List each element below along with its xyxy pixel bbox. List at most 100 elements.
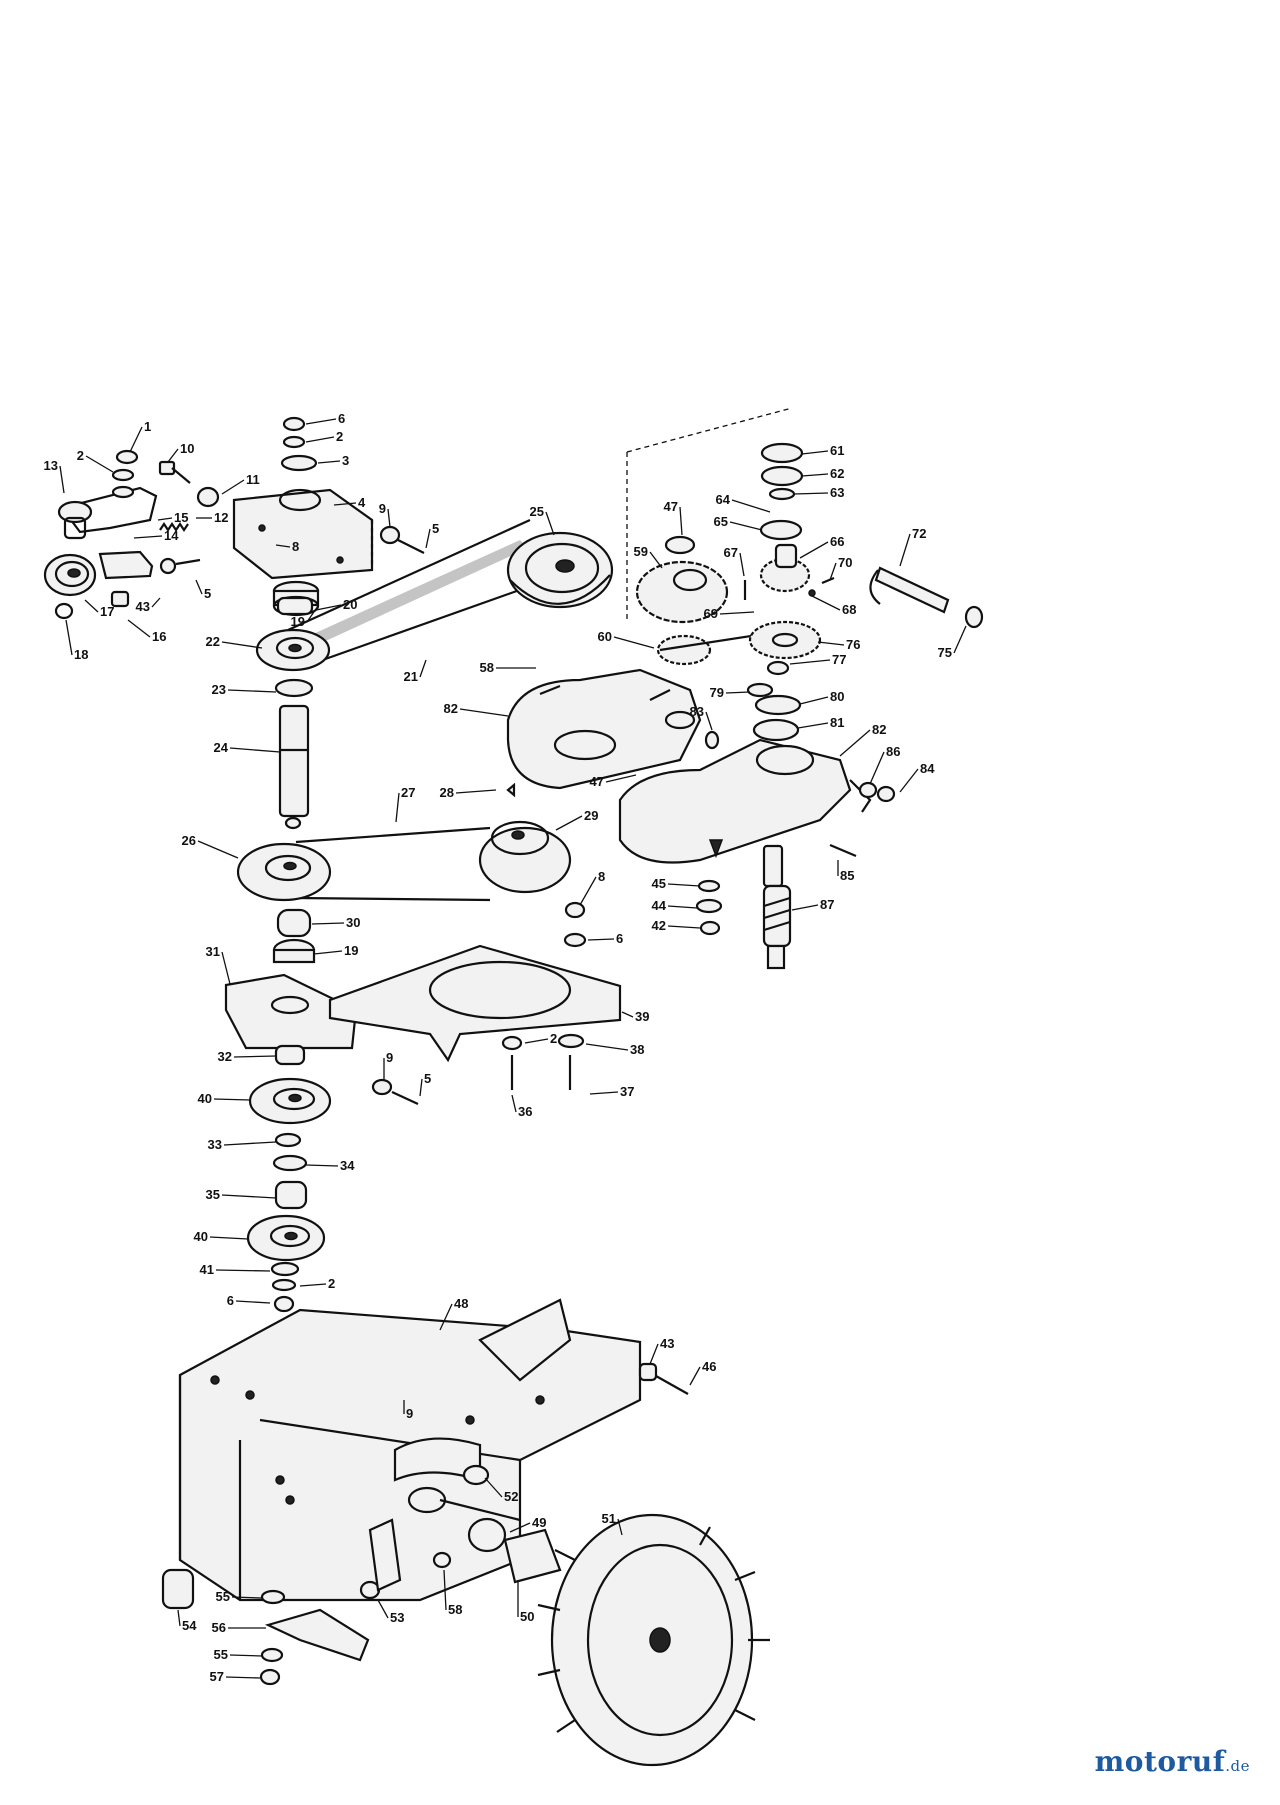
bearing-stack-61-66 <box>761 444 802 539</box>
leader-line-35 <box>222 1195 276 1198</box>
callout-55: 55 <box>216 1589 230 1604</box>
callout-40: 40 <box>198 1091 212 1106</box>
leader-line-2 <box>306 437 334 442</box>
lever-arm <box>59 488 156 538</box>
leader-line-69 <box>720 612 754 614</box>
leader-line-84 <box>900 769 918 792</box>
pulley-40-upper <box>250 1079 330 1123</box>
leader-line-6 <box>236 1301 270 1303</box>
callout-42: 42 <box>652 918 666 933</box>
leader-line-16 <box>128 620 150 637</box>
leader-line-2 <box>86 456 113 472</box>
callout-6: 6 <box>227 1293 234 1308</box>
wheel-51 <box>538 1515 770 1765</box>
leader-line-82 <box>460 709 508 716</box>
leader-line-15 <box>158 518 172 520</box>
leader-line-75 <box>954 626 966 653</box>
leader-line-46 <box>690 1367 700 1385</box>
leader-line-45 <box>668 884 700 886</box>
spring-12 <box>160 488 218 530</box>
callout-19: 19 <box>291 614 305 629</box>
callout-48: 48 <box>454 1296 468 1311</box>
leader-line-54 <box>178 1610 180 1626</box>
callout-65: 65 <box>714 514 728 529</box>
leader-line-43 <box>650 1344 658 1364</box>
leader-line-2 <box>300 1284 326 1286</box>
bolt-46 <box>640 1364 688 1394</box>
leader-line-17 <box>85 600 98 612</box>
callout-24: 24 <box>214 740 229 755</box>
callout-5: 5 <box>432 521 439 536</box>
callout-56: 56 <box>212 1620 226 1635</box>
bolt-10 <box>160 462 190 483</box>
callout-2: 2 <box>77 448 84 463</box>
leader-line-53 <box>378 1600 388 1618</box>
callout-9: 9 <box>379 501 386 516</box>
gear-66 <box>761 545 809 591</box>
brand-name: motoruf <box>1095 1745 1226 1778</box>
callout-77: 77 <box>832 652 846 667</box>
callout-75: 75 <box>938 645 952 660</box>
leader-line-67 <box>740 553 744 576</box>
worm-shaft-87 <box>764 846 790 968</box>
leader-line-23 <box>228 690 276 692</box>
chassis-48 <box>180 1300 640 1600</box>
callout-40: 40 <box>194 1229 208 1244</box>
callout-37: 37 <box>620 1084 634 1099</box>
callout-6: 6 <box>338 411 345 426</box>
brand-tld: .de <box>1225 1757 1250 1775</box>
callout-80: 80 <box>830 689 844 704</box>
callout-22: 22 <box>206 634 220 649</box>
leader-line-2 <box>525 1039 548 1043</box>
bearings-79-81 <box>748 684 800 740</box>
callout-36: 36 <box>518 1104 532 1119</box>
leader-line-76 <box>818 642 844 645</box>
leader-line-22 <box>222 642 262 648</box>
leader-line-47 <box>680 507 682 535</box>
callout-5: 5 <box>204 586 211 601</box>
leader-line-40 <box>210 1237 248 1239</box>
leader-line-1 <box>130 427 142 452</box>
leader-line-59 <box>650 552 662 568</box>
leader-line-65 <box>730 522 762 530</box>
callout-52: 52 <box>504 1489 518 1504</box>
pulley-22 <box>257 630 329 670</box>
leader-line-63 <box>794 493 828 494</box>
callout-68: 68 <box>842 602 856 617</box>
leader-line-61 <box>802 451 828 454</box>
leader-line-64 <box>732 500 770 512</box>
callout-53: 53 <box>390 1610 404 1625</box>
callout-61: 61 <box>830 443 844 458</box>
leader-line-68 <box>812 596 840 610</box>
callout-12: 12 <box>214 510 228 525</box>
leader-line-32 <box>234 1056 276 1057</box>
callout-29: 29 <box>584 808 598 823</box>
leader-line-18 <box>66 620 72 655</box>
leader-line-27 <box>396 793 399 822</box>
callout-45: 45 <box>652 876 666 891</box>
callout-39: 39 <box>635 1009 649 1024</box>
callout-9: 9 <box>406 1406 413 1421</box>
callout-3: 3 <box>342 453 349 468</box>
callout-84: 84 <box>920 761 935 776</box>
callout-15: 15 <box>174 510 188 525</box>
leader-line-26 <box>198 841 238 858</box>
callout-14: 14 <box>164 528 179 543</box>
callout-32: 32 <box>218 1049 232 1064</box>
callout-82: 82 <box>872 722 886 737</box>
callout-19: 19 <box>344 943 358 958</box>
washers-stack-1 <box>113 451 137 497</box>
bearings-30-19 <box>274 910 314 962</box>
bushing-32 <box>276 1046 304 1064</box>
leader-line-29 <box>556 816 582 830</box>
leader-line-3 <box>318 461 340 463</box>
callout-67: 67 <box>724 545 738 560</box>
callout-27: 27 <box>401 785 415 800</box>
leader-line-41 <box>216 1270 270 1271</box>
callout-44: 44 <box>652 898 667 913</box>
callout-9: 9 <box>386 1050 393 1065</box>
leader-line-86 <box>870 752 884 784</box>
pulley-29 <box>480 822 570 892</box>
